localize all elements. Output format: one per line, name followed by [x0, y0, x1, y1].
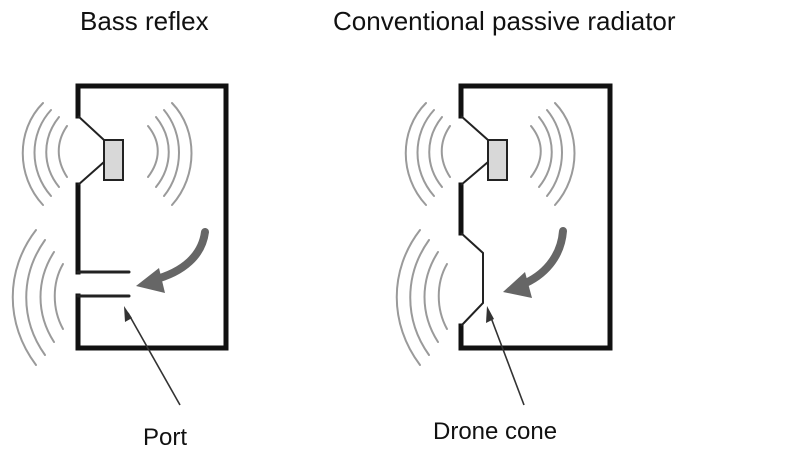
left-driver-wave	[45, 116, 60, 188]
left-driver-outer-wave	[21, 102, 44, 206]
bass-reflex-title: Bass reflex	[80, 6, 209, 36]
bass-reflex-enclosure	[75, 83, 229, 406]
passive-radiator-arrowhead-icon	[503, 272, 532, 298]
right-driver-inner-wave	[530, 125, 542, 178]
drone-cone-diaphragm	[460, 232, 484, 327]
bass-reflex-sound-waves	[11, 102, 193, 366]
right-driver-outer-wave	[171, 102, 193, 206]
port-inner-wave	[53, 263, 64, 330]
port-pointer-arrowhead-icon	[124, 306, 132, 322]
drone-wave	[409, 239, 430, 356]
passive-radiator-title: Conventional passive radiator	[333, 6, 676, 36]
passive-radiator-sound-waves	[395, 102, 576, 366]
port-wave	[25, 239, 46, 356]
drone-wave	[423, 251, 439, 343]
passive-radiator-driver-cone	[460, 115, 489, 186]
port-outer-wave	[11, 229, 37, 366]
passive-radiator-curved-arrow-icon	[517, 227, 567, 289]
drone-outer-wave	[395, 229, 421, 366]
right-driver-wave	[155, 116, 170, 188]
right-driver-wave	[163, 109, 180, 197]
right-driver-outer-wave	[554, 102, 576, 206]
bass-reflex-driver-cone	[77, 115, 105, 186]
drone-cone-pointer-line	[489, 314, 525, 406]
left-driver-outer-wave	[404, 102, 427, 206]
bass-reflex-port-tube	[76, 270, 131, 298]
port-wave	[39, 251, 55, 343]
left-driver-wave	[416, 109, 435, 197]
right-driver-wave	[538, 116, 553, 188]
right-driver-inner-wave	[147, 125, 159, 178]
left-driver-inner-wave	[440, 125, 451, 178]
port-pointer-line	[127, 312, 181, 406]
left-driver-wave	[428, 116, 443, 188]
left-driver-inner-wave	[57, 125, 68, 178]
right-driver-wave	[546, 109, 563, 197]
bass-reflex-arrowhead-icon	[136, 268, 165, 293]
drone-cone-label: Drone cone	[433, 418, 558, 445]
port-label: Port	[143, 424, 188, 451]
left-driver-wave	[33, 109, 52, 197]
bass-reflex-box-outline	[75, 83, 229, 351]
passive-radiator-box-outline	[458, 83, 613, 351]
bass-reflex-curved-arrow-icon	[149, 228, 209, 284]
bass-reflex-driver-magnet	[103, 139, 124, 181]
passive-radiator-enclosure	[458, 83, 613, 406]
drone-cone-pointer-arrowhead-icon	[486, 306, 494, 323]
passive-radiator-driver-magnet	[487, 139, 508, 181]
drone-inner-wave	[437, 263, 448, 330]
